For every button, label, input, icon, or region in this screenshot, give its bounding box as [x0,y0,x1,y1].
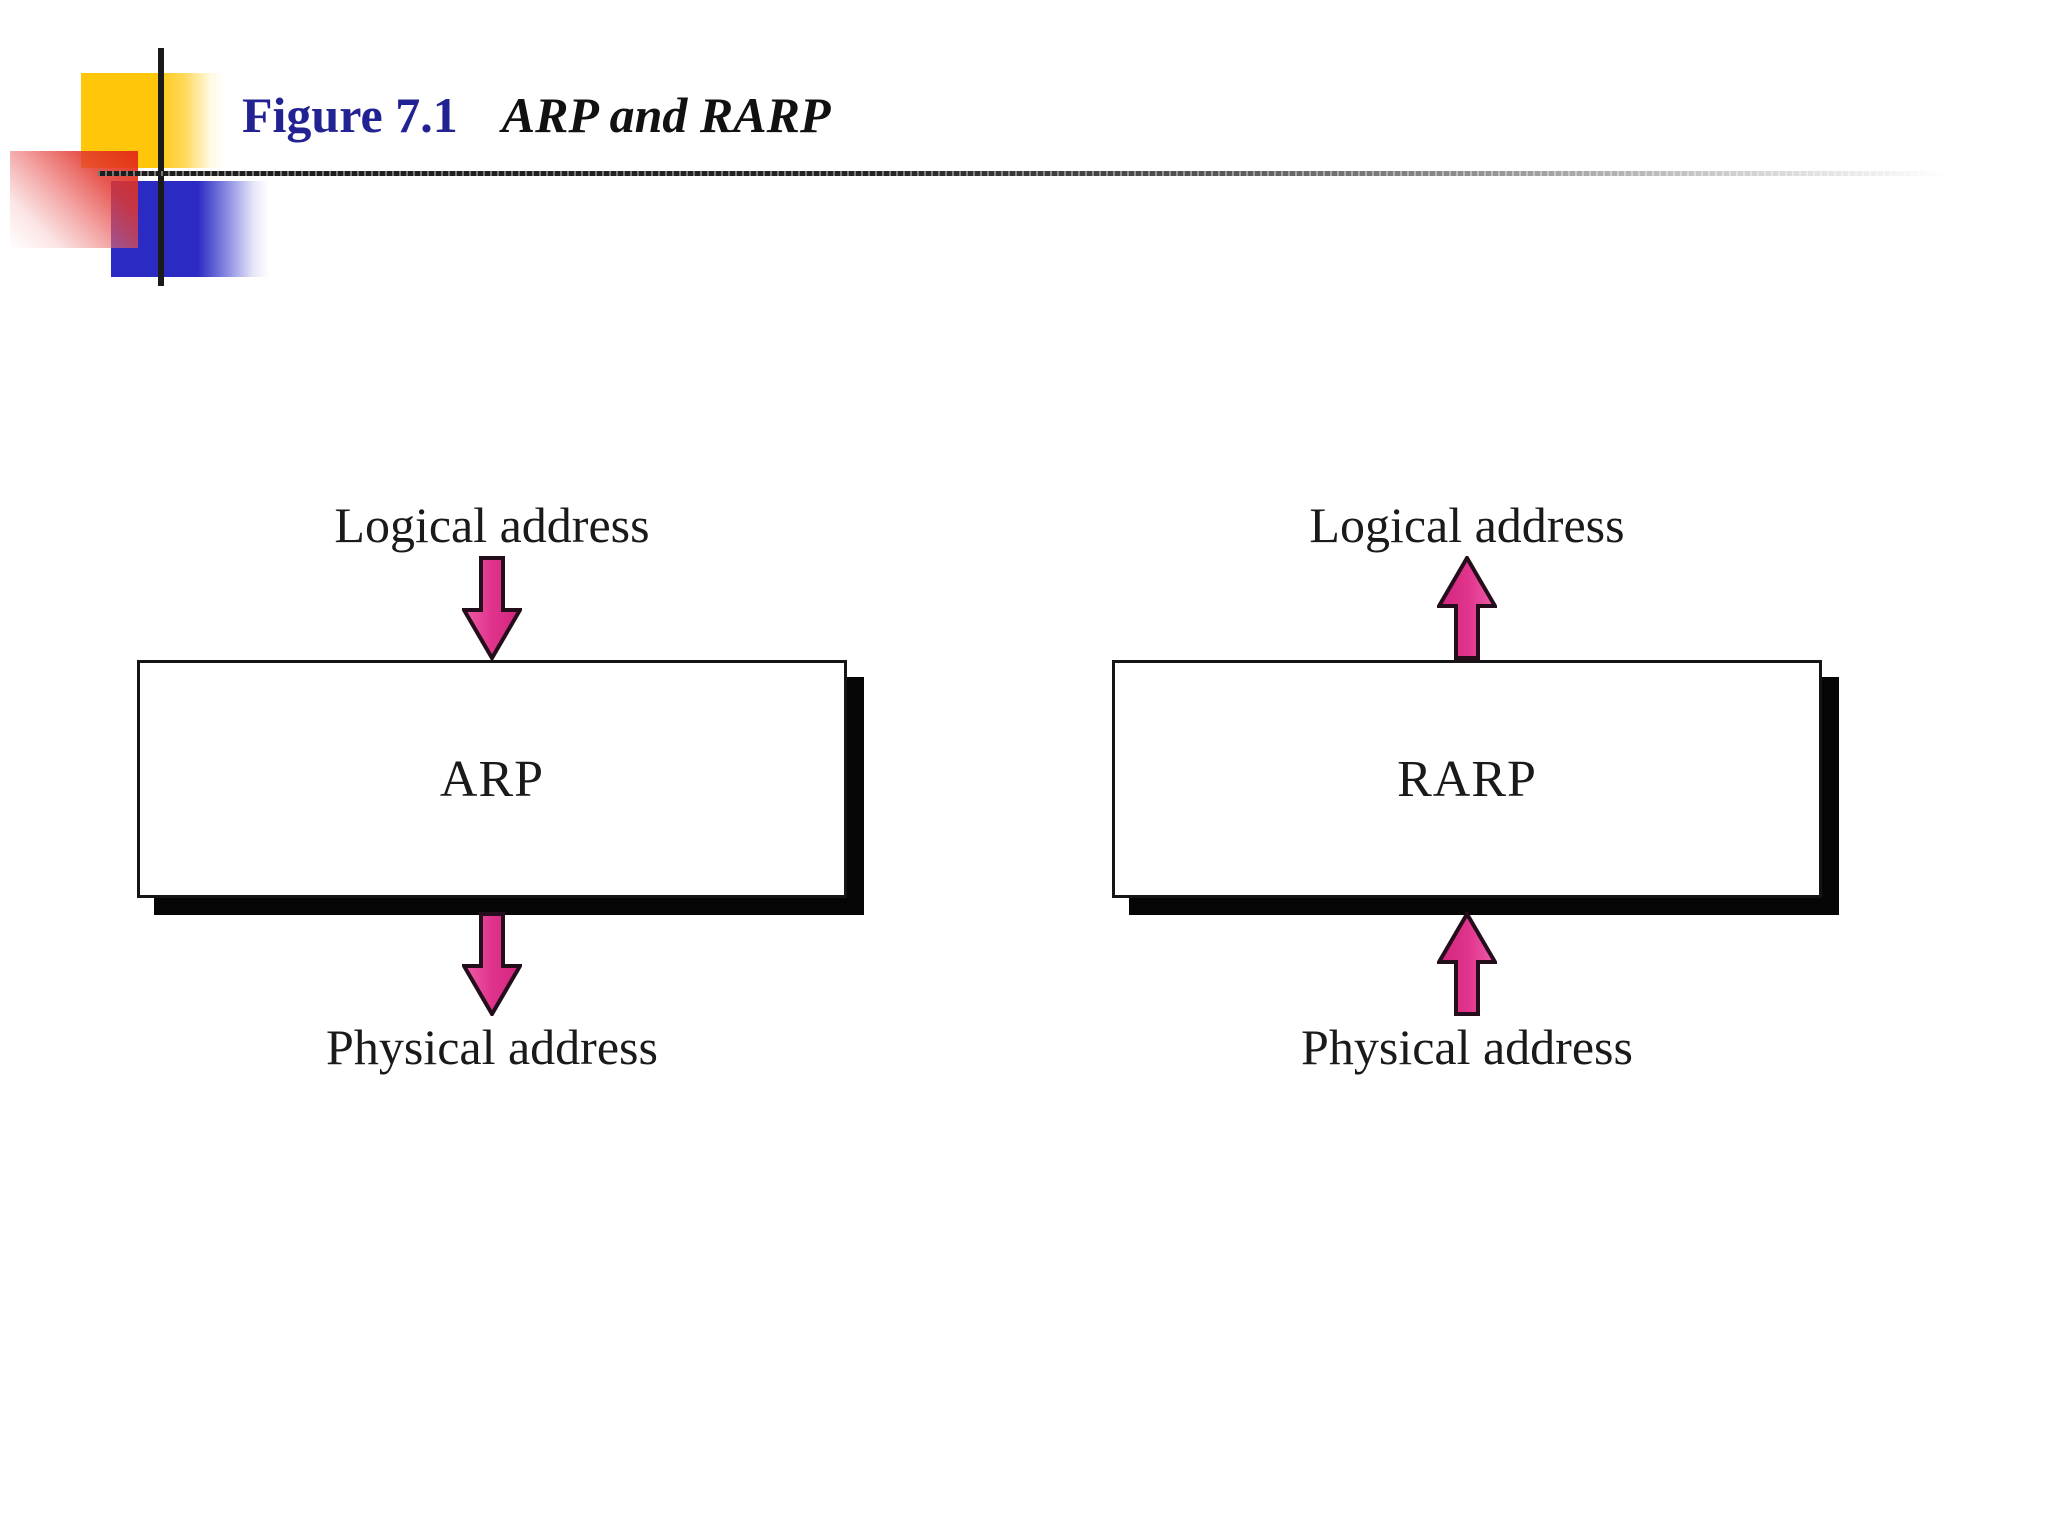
red-square-decoration [10,151,138,248]
arp-box: ARP [137,660,847,898]
figure-title: ARP and RARP [501,87,831,143]
arp-physical-address-label: Physical address [326,1019,658,1075]
arp-box-label: ARP [439,750,545,808]
arp-logical-address-label: Logical address [334,497,650,553]
down-arrow-icon [462,556,522,660]
down-arrow-icon [462,912,522,1016]
rarp-box: RARP [1112,660,1822,898]
rarp-logical-address-label: Logical address [1309,497,1625,553]
up-arrow-icon [1437,556,1497,660]
rarp-physical-address-label: Physical address [1301,1019,1633,1075]
slide-title: Figure 7.1 ARP and RARP [242,86,831,144]
header-rule [98,171,1948,176]
rarp-box-label: RARP [1397,750,1537,808]
figure-label: Figure 7.1 [242,87,458,143]
vertical-accent-line [158,48,164,286]
up-arrow-icon [1437,912,1497,1016]
